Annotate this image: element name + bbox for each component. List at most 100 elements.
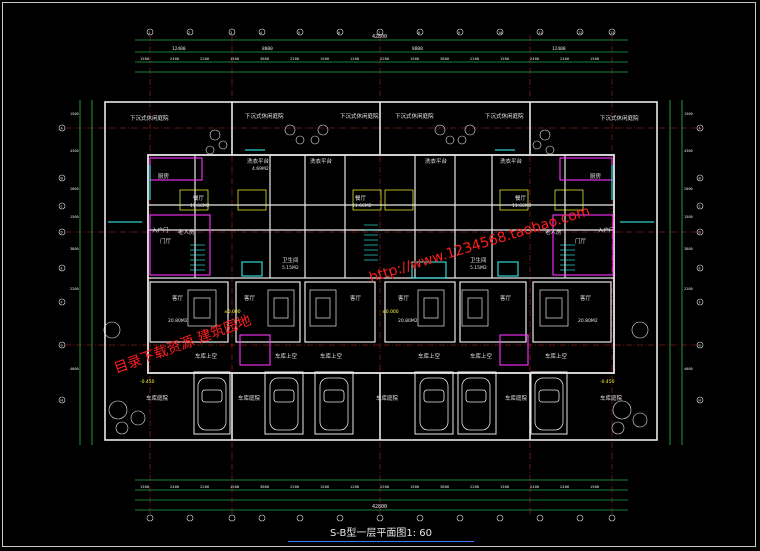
- living-label-1: 客厅: [172, 294, 184, 302]
- right-dim-2: 2000: [684, 187, 693, 191]
- right-dim-3: 1500: [684, 215, 693, 219]
- svg-text:12400: 12400: [552, 46, 566, 52]
- garden-label-6: 下沉式休闲庭院: [600, 114, 639, 122]
- kitchen-label-1: 厨房: [158, 172, 170, 180]
- top-detail-dim-6: 1500: [320, 56, 330, 61]
- axis-top-11: 11: [538, 31, 542, 35]
- top-detail-dim-13: 2400: [530, 56, 540, 61]
- toilet-label-2: 卫生间: [470, 256, 487, 264]
- axis-left-E: E: [61, 266, 64, 271]
- dining-area-3: 11.66M2: [512, 203, 532, 209]
- axis-top-8: 8: [418, 31, 420, 35]
- dining-label-1: 餐厅: [193, 194, 205, 202]
- front-garden-label-2: 车库庭院: [238, 394, 261, 402]
- front-garden-label-1: 车库庭院: [146, 394, 169, 402]
- axis-right-G: G: [699, 343, 702, 348]
- right-dim-4: 3800: [684, 247, 693, 251]
- living-label-5: 客厅: [500, 294, 512, 302]
- top-detail-dim-1: 2400: [170, 56, 180, 61]
- top-detail-dim-3: 1500: [230, 56, 240, 61]
- axis-right-C: C: [699, 204, 701, 209]
- bottom-detail-dim-0: 1500: [140, 484, 150, 489]
- garage-label-4: 车库上空: [418, 352, 441, 360]
- title-underline: [288, 541, 474, 542]
- garden-label-2: 下沉式休闲庭院: [245, 112, 284, 120]
- bottom-detail-dim-12: 1500: [500, 484, 510, 489]
- garage-label-5: 车库上空: [470, 352, 493, 360]
- axis-right-B: B: [699, 176, 702, 181]
- living-label-3: 客厅: [350, 294, 362, 302]
- entrance-label-2: 入户门: [598, 226, 615, 234]
- landscape-trees: [103, 321, 649, 435]
- garden-label-4: 下沉式休闲庭院: [395, 112, 434, 120]
- top-detail-dim-12: 1500: [500, 56, 510, 61]
- kitchen-label-2: 厨房: [590, 172, 602, 180]
- dining-label-3: 餐厅: [515, 194, 527, 202]
- living-area-1: 20.80M2: [168, 318, 188, 324]
- elevation-3: ±0.000: [224, 309, 241, 315]
- axis-top-13: 13: [610, 31, 614, 35]
- elevation-4: ±0.000: [382, 309, 399, 315]
- axis-left-H: H: [61, 398, 64, 403]
- living-area-6: 20.80M2: [578, 318, 598, 324]
- axis-top-3: 3: [230, 31, 232, 35]
- top-detail-dim-2: 2200: [200, 56, 210, 61]
- axis-top-10: 10: [498, 31, 502, 35]
- bottom-detail-dim-13: 2400: [530, 484, 540, 489]
- bottom-detail-dim-10: 3800: [440, 484, 450, 489]
- svg-text:12400: 12400: [172, 46, 186, 52]
- bottom-detail-dim-7: 1200: [350, 484, 360, 489]
- front-garden-label-3: 车库庭院: [376, 394, 399, 402]
- right-dim-5: 2200: [684, 287, 693, 291]
- svg-text:8800: 8800: [412, 46, 423, 52]
- bottom-detail-dim-15: 1500: [590, 484, 600, 489]
- right-dim-0: 1500: [684, 112, 693, 116]
- left-dim-1: 4300: [70, 149, 79, 153]
- axis-top-4: 4: [260, 31, 262, 35]
- living-area-4: 20.80M2: [398, 318, 418, 324]
- laundry-label-3: 洗衣平台: [425, 157, 448, 165]
- living-label-4: 客厅: [398, 294, 410, 302]
- top-detail-dim-10: 3800: [440, 56, 450, 61]
- bottom-detail-dim-1: 2400: [170, 484, 180, 489]
- dining-label-2: 餐厅: [355, 194, 367, 202]
- elevation-1: -0.450: [140, 379, 155, 385]
- laundry-label-4: 洗衣平台: [500, 157, 523, 165]
- top-detail-dim-4: 3800: [260, 56, 270, 61]
- room-labels: 下沉式休闲庭院 下沉式休闲庭院 下沉式休闲庭院 下沉式休闲庭院 下沉式休闲庭院 …: [130, 112, 639, 402]
- garden-label-5: 下沉式休闲庭院: [485, 112, 524, 120]
- right-dim-6: 4000: [684, 367, 693, 371]
- garage-label-2: 车库上空: [275, 352, 298, 360]
- balcony-outlines: [149, 157, 614, 366]
- axis-top-12: 12: [578, 31, 582, 35]
- toilet-label-1: 卫生间: [282, 256, 299, 264]
- entrance-label-1: 入户门: [152, 226, 169, 234]
- bottom-detail-dim-14: 2400: [560, 484, 570, 489]
- elevation-2: -0.450: [600, 379, 615, 385]
- axis-left-F: F: [61, 300, 64, 305]
- left-dim-3: 1500: [70, 215, 79, 219]
- toilet-area-1: 5.15M2: [282, 265, 299, 271]
- top-detail-dim-7: 1200: [350, 56, 360, 61]
- unit-dims-top: 12400 8800 8800 12400: [172, 46, 566, 52]
- top-detail-dim-9: 1500: [410, 56, 420, 61]
- garage-bays: [193, 371, 568, 435]
- top-dimension-chains: [79, 39, 683, 511]
- top-detail-dim-15: 1500: [590, 56, 600, 61]
- right-dim-1: 4300: [684, 149, 693, 153]
- left-dim-4: 3800: [70, 247, 79, 251]
- bottom-detail-dim-2: 2200: [200, 484, 210, 489]
- axis-top-5: 5: [298, 31, 300, 35]
- garage-label-1: 车库上空: [195, 352, 218, 360]
- garage-label-6: 车库上空: [545, 352, 568, 360]
- top-detail-dim-0: 1500: [140, 56, 150, 61]
- left-dim-5: 2200: [70, 287, 79, 291]
- garage-cars: [197, 377, 564, 431]
- elder-room-label-2: 老人房: [545, 228, 562, 236]
- dining-area-2: 11.66M2: [352, 203, 372, 209]
- axis-left-G: G: [61, 343, 64, 348]
- elder-room-label-1: 老人房: [178, 228, 195, 236]
- top-detail-dim-11: 2200: [470, 56, 480, 61]
